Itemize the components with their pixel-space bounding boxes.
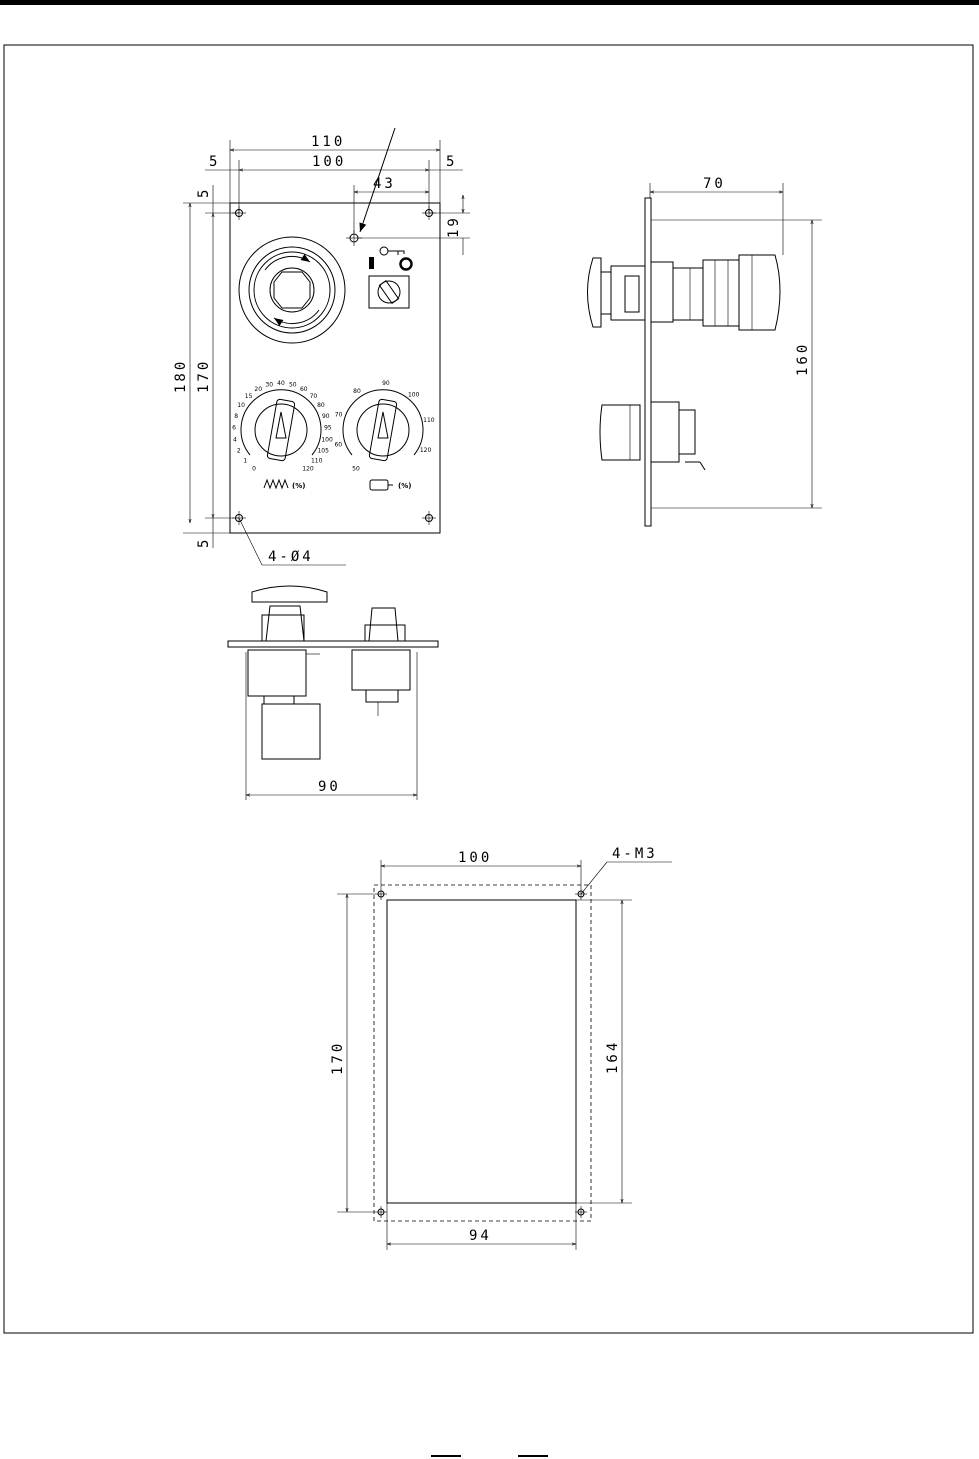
bottom-view: 90: [228, 586, 438, 800]
feed-dial-tick-label: 40: [277, 380, 285, 387]
feed-dial-tick-label: 6: [232, 425, 236, 432]
dim-edge-top: 5: [196, 187, 212, 198]
feed-dial-tick-label: 105: [317, 448, 329, 455]
feed-dial-tick-label: 8: [234, 413, 238, 420]
dim-key-offset-y: 19: [446, 215, 462, 238]
spindle-dial-tick-label: 50: [352, 466, 360, 473]
screw-hole: [375, 1206, 387, 1218]
spindle-unit: (%): [398, 482, 411, 490]
dim-cutout-height: 164: [605, 1040, 621, 1074]
dim-edge-left: 5: [209, 154, 220, 170]
dim-edge-bottom: 5: [196, 537, 212, 548]
dim-cutout-hole-pitch-y: 170: [330, 1041, 346, 1075]
feed-dial-tick-label: 2: [237, 448, 241, 455]
bottom-panel-plate: [228, 641, 438, 647]
feed-dial-tick-label: 70: [310, 393, 318, 400]
dim-mount-holes: 4-Ø4: [268, 549, 314, 565]
spindle-symbol-icon: [370, 480, 393, 490]
spindle-dial-tick-label: 90: [382, 380, 390, 387]
cutout-opening: [387, 900, 576, 1203]
feed-dial-tick-label: 60: [300, 386, 308, 393]
cutout-outline-dashed: [374, 885, 591, 1221]
screw-hole: [575, 1206, 587, 1218]
spindle-dial-tick-label: 110: [423, 417, 435, 424]
dim-cutout-width: 94: [469, 1228, 492, 1244]
dim-hole-pitch-y: 170: [196, 359, 212, 393]
feed-dial-tick-label: 10: [237, 402, 245, 409]
emergency-stop-button: [239, 237, 345, 343]
dim-edge-right: 5: [446, 154, 457, 170]
feed-dial-tick-label: 90: [322, 413, 330, 420]
dim-cutout-hole-pitch-x: 100: [458, 850, 492, 866]
mount-hole: [422, 511, 436, 525]
feed-dial-tick-label: 50: [289, 382, 297, 389]
feed-dial-tick-label: 80: [317, 402, 325, 409]
feed-dial-tick-label: 20: [254, 386, 262, 393]
spindle-override-dial: 50 60 70 80 90 100 110 120 (%): [334, 380, 434, 490]
spindle-dial-tick-label: 100: [408, 391, 420, 398]
feed-dial-tick-label: 0: [252, 466, 256, 473]
bottom-override-switch: [352, 608, 410, 716]
feed-dial-tick-label: 15: [245, 393, 253, 400]
dim-width-overall: 110: [311, 134, 345, 150]
feed-dial-tick-label: 30: [265, 382, 273, 389]
dim-hole-pitch-x: 100: [312, 154, 346, 170]
spindle-dial-tick-label: 120: [420, 447, 432, 454]
side-view: 70 160: [588, 176, 823, 526]
feed-dial-tick-label: 120: [302, 466, 314, 473]
drawing-frame: [4, 45, 973, 1333]
feed-dial-tick-label: 1: [243, 458, 247, 465]
side-panel-plate: [645, 198, 651, 526]
footer-mark: [431, 1455, 461, 1457]
dim-bottom-width: 90: [318, 779, 341, 795]
footer-mark: [518, 1455, 548, 1457]
side-override-switch: [600, 402, 705, 470]
feed-unit: (%): [292, 482, 305, 490]
panel-cutout-view: 100 4-M3 170 164 94: [330, 846, 672, 1250]
feed-dial-tick-label: 110: [311, 458, 323, 465]
screw-hole: [375, 888, 387, 900]
feed-dial-tick-label: 100: [321, 436, 333, 443]
feed-symbol-icon: [264, 480, 288, 488]
lock-indicator-icon: [369, 257, 374, 269]
feed-dial-tick-label: 4: [233, 436, 237, 443]
feed-dial-tick-label: 95: [324, 425, 332, 432]
spindle-dial-tick-label: 70: [335, 412, 343, 419]
bottom-emergency-stop: [248, 586, 327, 759]
dim-height-overall: 180: [173, 359, 189, 393]
unlock-indicator-icon: [401, 259, 412, 270]
key-switch: [369, 247, 412, 308]
spindle-dial-tick-label: 80: [353, 388, 361, 395]
dim-side-height: 160: [795, 342, 811, 376]
dim-cutout-screws: 4-M3: [612, 846, 658, 862]
header-rule: [0, 0, 979, 5]
dim-side-depth: 70: [703, 176, 726, 192]
spindle-dial-tick-label: 60: [334, 441, 342, 448]
key-symbol-icon: [380, 247, 404, 255]
side-emergency-stop: [588, 255, 781, 330]
